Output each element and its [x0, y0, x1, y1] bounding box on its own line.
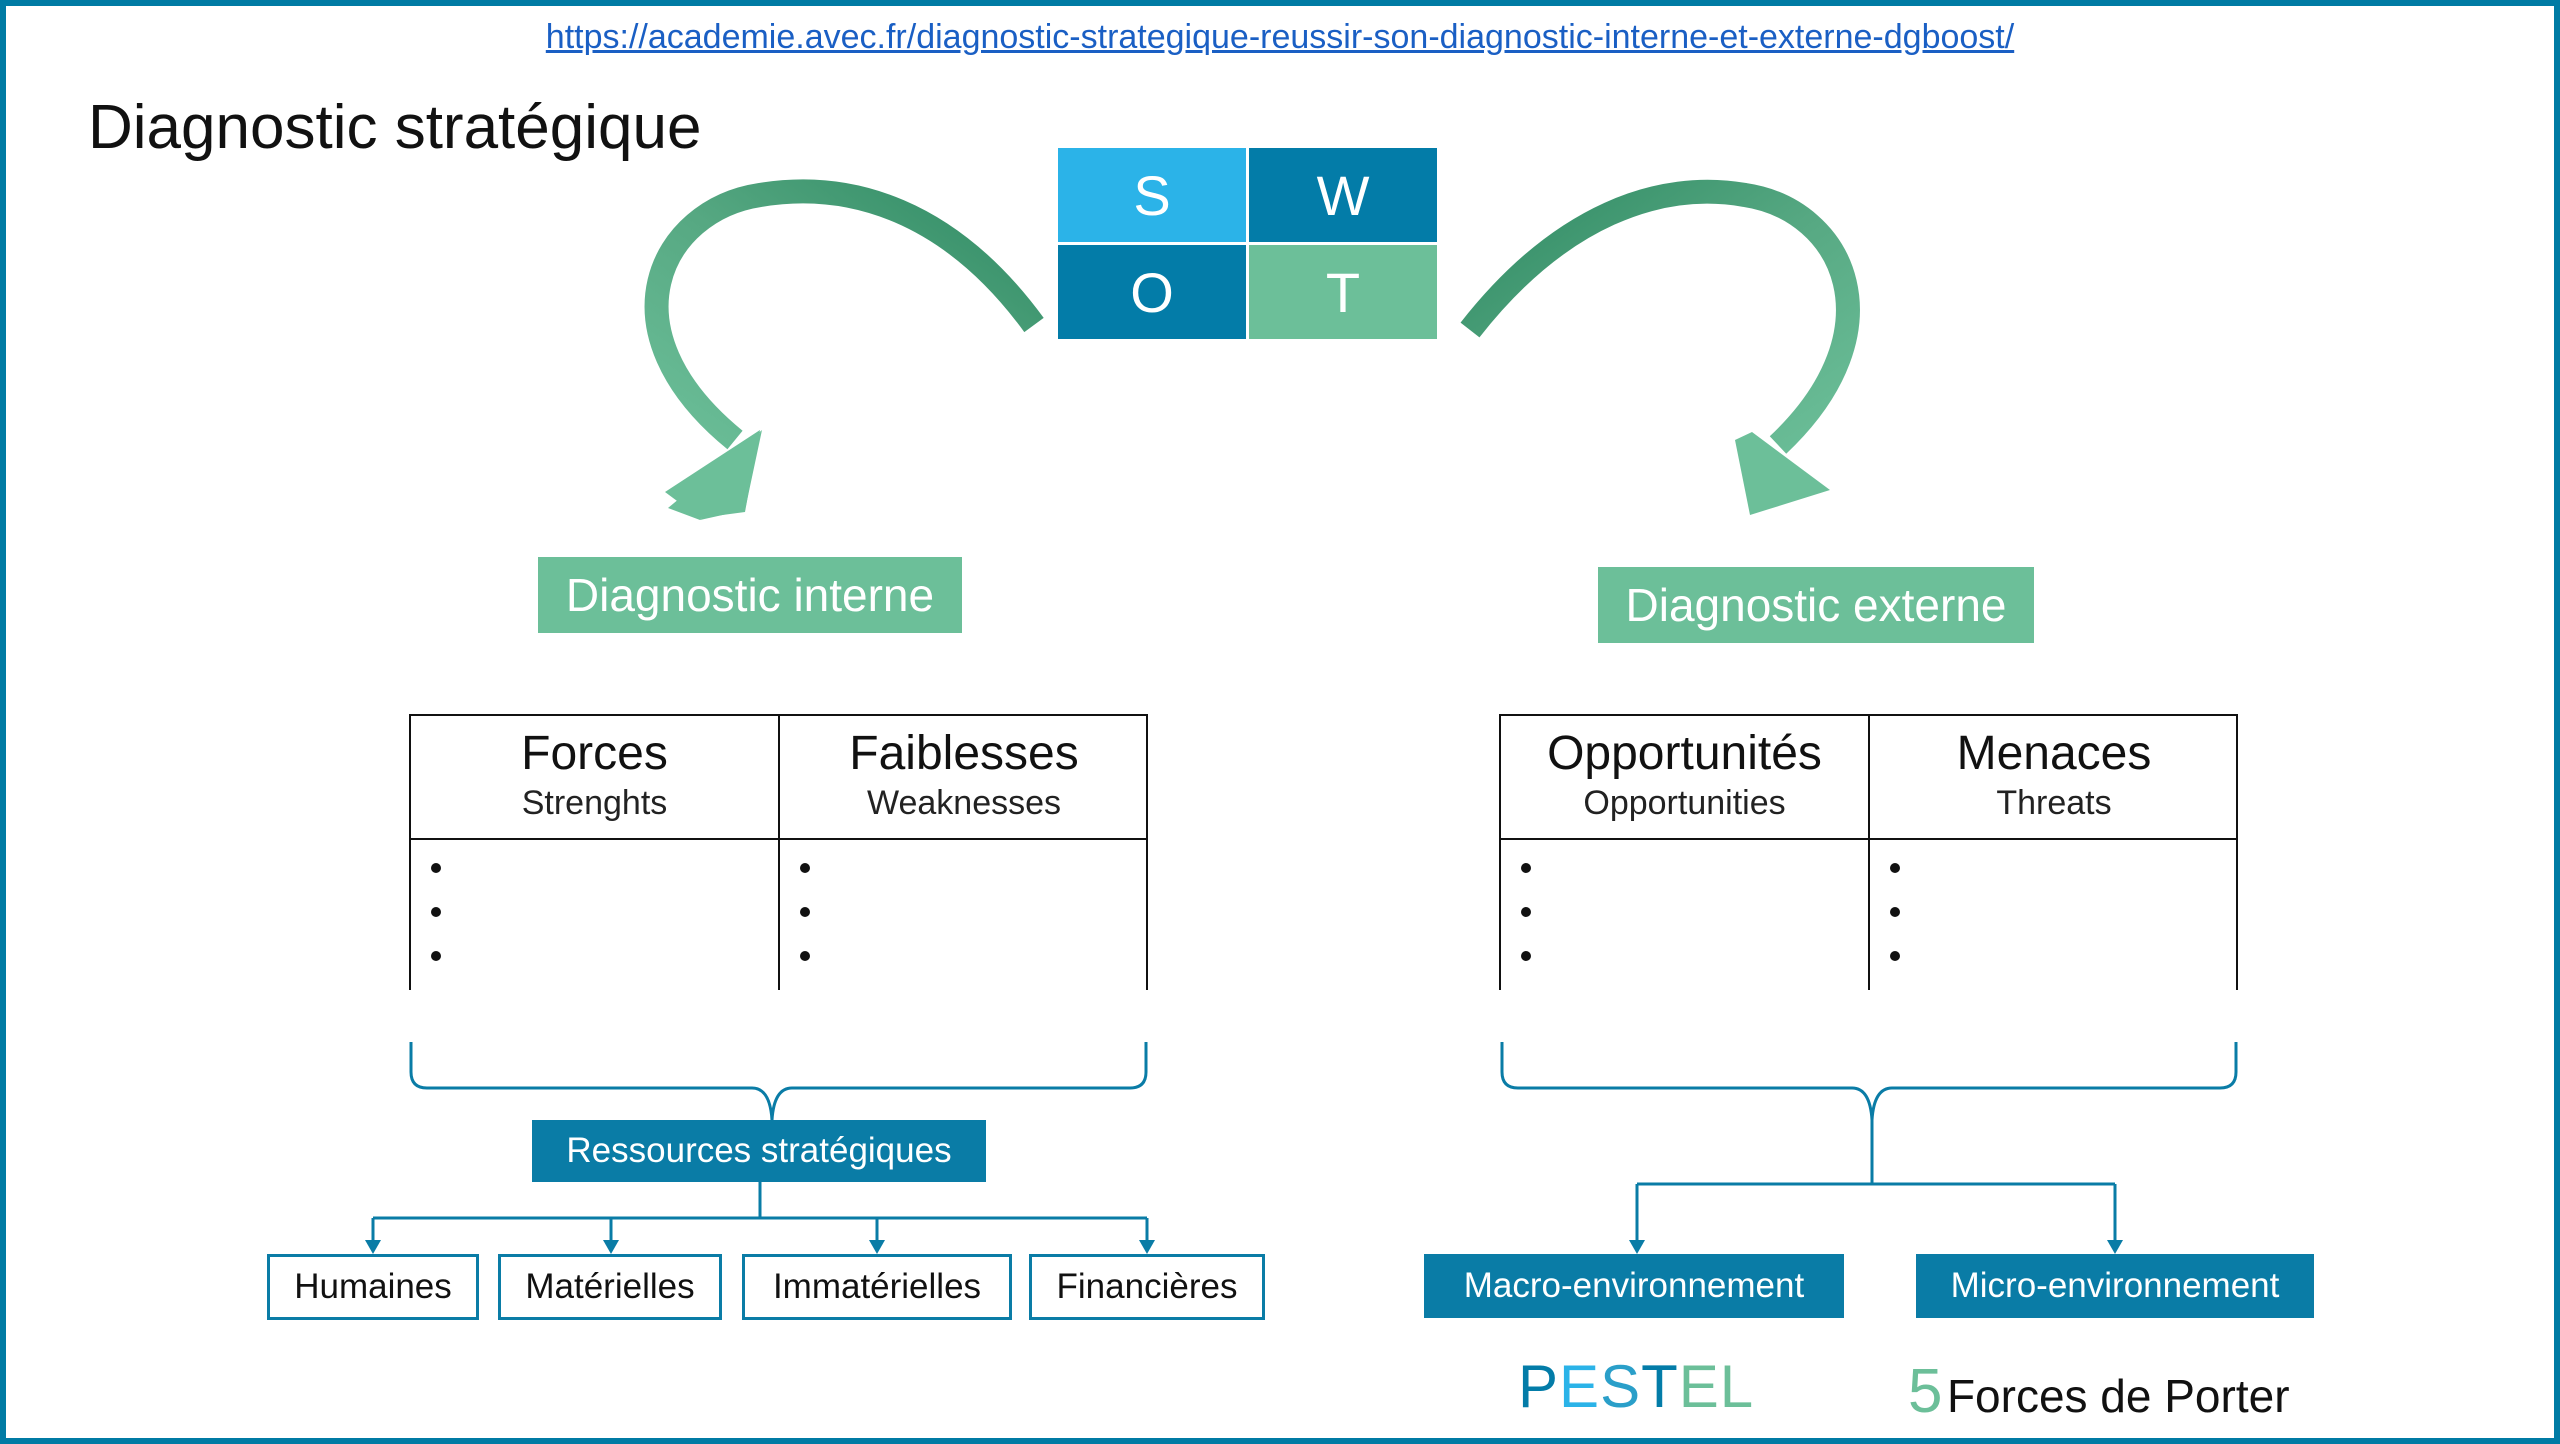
pestel-label: PESTEL	[1518, 1352, 1754, 1421]
opportunites-column: Opportunités Opportunities	[1501, 716, 1868, 990]
resource-immaterielles: Immatérielles	[742, 1254, 1012, 1320]
faiblesses-subtitle: Weaknesses	[866, 784, 1062, 822]
external-brace	[1500, 1042, 2238, 1121]
page-title: Diagnostic stratégique	[88, 93, 702, 162]
pestel-letter: L	[1719, 1353, 1755, 1420]
swot-s-cell: S	[1058, 148, 1246, 242]
micro-environment-label: Micro-environnement	[1916, 1254, 2314, 1318]
table-divider	[778, 716, 780, 990]
bullet	[800, 863, 810, 873]
bullet	[1521, 863, 1531, 873]
pestel-letter: P	[1518, 1353, 1560, 1420]
bullet	[1890, 907, 1900, 917]
pestel-letter: T	[1641, 1353, 1679, 1420]
porter-label: 5 Forces de Porter	[1908, 1356, 2290, 1427]
macro-environment-label: Macro-environnement	[1424, 1254, 1844, 1318]
bullet	[1890, 951, 1900, 961]
opportunites-title: Opportunités	[1547, 727, 1822, 780]
resource-materielles: Matérielles	[498, 1254, 722, 1320]
internal-diagnostic-label: Diagnostic interne	[538, 557, 962, 633]
source-link[interactable]: https://academie.avec.fr/diagnostic-stra…	[545, 18, 2015, 56]
menaces-column: Menaces Threats	[1870, 716, 2238, 990]
swot-t-cell: T	[1249, 245, 1437, 339]
menaces-title: Menaces	[1956, 727, 2152, 780]
bullet	[800, 951, 810, 961]
opportunites-subtitle: Opportunities	[1583, 784, 1786, 822]
resources-tree	[365, 1182, 1155, 1254]
external-table: Opportunités Opportunities Menaces Threa…	[1499, 714, 2238, 990]
forces-column: Forces Strenghts	[411, 716, 778, 990]
pestel-letter: E	[1559, 1353, 1601, 1420]
bullet	[800, 907, 810, 917]
pestel-letter: S	[1600, 1353, 1642, 1420]
bullet	[431, 907, 441, 917]
pestel-letter: E	[1678, 1353, 1720, 1420]
forces-subtitle: Strenghts	[521, 784, 668, 822]
arrow-to-internal	[644, 179, 1044, 520]
bullet	[1890, 863, 1900, 873]
faiblesses-column: Faiblesses Weaknesses	[780, 716, 1148, 990]
bullet	[1521, 907, 1531, 917]
internal-brace	[409, 1042, 1148, 1121]
menaces-subtitle: Threats	[1996, 784, 2112, 822]
table-divider	[1868, 716, 1870, 990]
environment-tree	[1629, 1120, 2123, 1254]
forces-title: Forces	[521, 727, 668, 780]
porter-number: 5	[1908, 1357, 1943, 1426]
internal-table: Forces Strenghts Faiblesses Weaknesses	[409, 714, 1148, 990]
resource-humaines: Humaines	[267, 1254, 479, 1320]
swot-w-cell: W	[1249, 148, 1437, 242]
resource-financieres: Financières	[1029, 1254, 1265, 1320]
arrow-to-external	[1460, 179, 1860, 515]
porter-text: Forces de Porter	[1946, 1370, 2290, 1422]
swot-o-cell: O	[1058, 245, 1246, 339]
strategic-resources-label: Ressources stratégiques	[532, 1120, 986, 1182]
bullet	[1521, 951, 1531, 961]
external-diagnostic-label: Diagnostic externe	[1598, 567, 2034, 643]
bullet	[431, 951, 441, 961]
faiblesses-title: Faiblesses	[849, 727, 1079, 780]
bullet	[431, 863, 441, 873]
